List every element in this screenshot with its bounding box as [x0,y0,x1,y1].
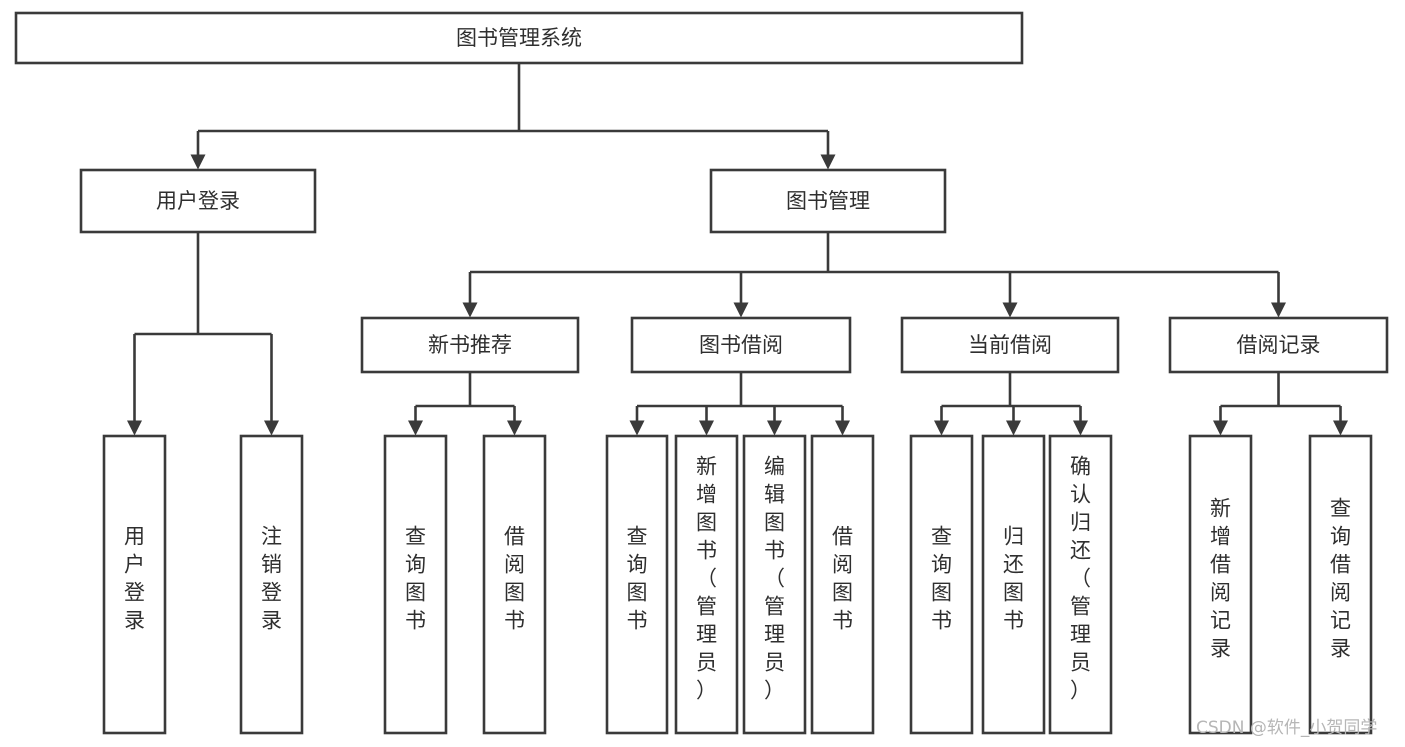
edge-arrowhead [1333,420,1348,436]
node-box-borrow [630,316,852,374]
nodes-group: 图书管理系统用户登录图书管理新书推荐图书借阅当前借阅借阅记录用户登录注销登录查询… [14,11,1389,735]
edge-arrowhead [733,302,749,318]
edge-arrowhead [507,420,522,436]
node-box-root [14,11,1024,65]
node-leaf-4[interactable]: 借阅图书 [482,434,547,735]
node-label-leaf-5: 查询图书 [627,525,648,633]
node-label-bookmgmt: 图书管理 [786,189,870,213]
node-box-leaf-7 [742,434,807,735]
node-leaf-3[interactable]: 查询图书 [383,434,448,735]
node-box-newbook [360,316,580,374]
node-box-leaf-1 [102,434,167,735]
edge-arrowhead [820,154,836,170]
node-label-newbook: 新书推荐 [428,333,512,357]
node-label-root: 图书管理系统 [456,26,582,50]
node-newbook[interactable]: 新书推荐 [360,316,580,374]
node-label-leaf-1: 用户登录 [124,525,145,633]
node-box-leaf-10 [981,434,1046,735]
node-label-leaf-11: 确认归还（管理员） [1070,455,1091,703]
node-label-records: 借阅记录 [1237,333,1321,357]
node-root[interactable]: 图书管理系统 [14,11,1024,65]
node-leaf-7[interactable]: 编辑图书（管理员） [742,434,807,735]
edge-arrowhead [462,302,478,318]
node-box-bookmgmt [709,168,947,234]
node-leaf-6[interactable]: 新增图书（管理员） [674,434,739,735]
node-box-leaf-6 [674,434,739,735]
node-label-login: 用户登录 [156,189,240,213]
node-label-leaf-6: 新增图书（管理员） [696,455,717,703]
node-leaf-13[interactable]: 查询借阅记录 [1308,434,1373,735]
node-box-leaf-9 [909,434,974,735]
edge-arrowhead [1213,420,1228,436]
node-box-login [79,168,317,234]
edge-arrowhead [699,420,714,436]
node-label-leaf-13: 查询借阅记录 [1330,497,1351,661]
node-label-leaf-12: 新增借阅记录 [1210,497,1231,661]
node-label-leaf-4: 借阅图书 [504,525,525,633]
node-label-leaf-8: 借阅图书 [832,525,853,633]
edge-arrowhead [934,420,949,436]
node-box-leaf-12 [1188,434,1253,735]
edge-arrowhead [1073,420,1088,436]
node-leaf-12[interactable]: 新增借阅记录 [1188,434,1253,735]
edge-arrowhead [767,420,782,436]
edge-arrowhead [190,154,206,170]
node-label-leaf-3: 查询图书 [405,525,426,633]
node-box-leaf-4 [482,434,547,735]
node-box-leaf-11 [1048,434,1113,735]
edge-arrowhead [408,420,423,436]
node-label-borrow: 图书借阅 [699,333,783,357]
node-leaf-5[interactable]: 查询图书 [605,434,669,735]
edge-arrowhead [835,420,850,436]
node-leaf-10[interactable]: 归还图书 [981,434,1046,735]
edge-arrowhead [264,420,279,436]
node-label-leaf-9: 查询图书 [931,525,952,633]
node-login[interactable]: 用户登录 [79,168,317,234]
node-bookmgmt[interactable]: 图书管理 [709,168,947,234]
node-leaf-2[interactable]: 注销登录 [239,434,304,735]
node-leaf-11[interactable]: 确认归还（管理员） [1048,434,1113,735]
node-label-leaf-2: 注销登录 [261,525,282,633]
node-label-leaf-10: 归还图书 [1003,525,1024,633]
edge-arrowhead [629,420,645,436]
edge-arrowhead [127,420,142,436]
node-box-leaf-2 [239,434,304,735]
node-current[interactable]: 当前借阅 [900,316,1120,374]
node-label-current: 当前借阅 [968,333,1052,357]
node-box-leaf-3 [383,434,448,735]
edge-arrowhead [1006,420,1021,436]
node-leaf-8[interactable]: 借阅图书 [810,434,875,735]
node-box-leaf-13 [1308,434,1373,735]
node-label-leaf-7: 编辑图书（管理员） [764,455,785,703]
edge-arrowhead [1002,302,1018,318]
node-box-leaf-8 [810,434,875,735]
edge-arrowhead [1271,302,1286,318]
csdn-watermark: CSDN @软件_小贺同学 [1196,718,1377,738]
node-borrow[interactable]: 图书借阅 [630,316,852,374]
node-box-records [1168,316,1389,374]
node-box-leaf-5 [605,434,669,735]
node-leaf-1[interactable]: 用户登录 [102,434,167,735]
connector-edges-group [127,63,1348,436]
node-records[interactable]: 借阅记录 [1168,316,1389,374]
node-leaf-9[interactable]: 查询图书 [909,434,974,735]
node-box-current [900,316,1120,374]
